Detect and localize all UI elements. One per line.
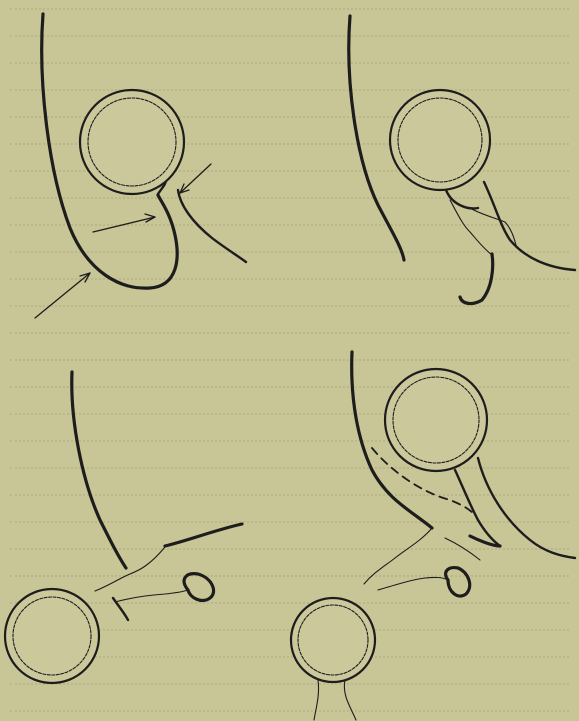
duct-outer-line [178, 190, 246, 262]
tail-line-right [344, 680, 356, 720]
hook-curve [460, 254, 493, 304]
tube-right-line [478, 458, 575, 558]
tube-right-line [484, 182, 575, 270]
tube-left-line [455, 470, 500, 546]
ring-outer [390, 90, 490, 190]
loop-curve [184, 574, 213, 601]
outer-wall-curve [72, 372, 126, 568]
anastomosis-upper [364, 528, 432, 584]
arrow-2 [93, 214, 155, 232]
ring-outer-upper [385, 369, 487, 471]
arrow-1 [35, 273, 90, 318]
panel-top-right [349, 16, 575, 304]
duct-lower-line [113, 598, 128, 620]
ring-outer [80, 90, 184, 194]
anastomosis-mid [445, 538, 480, 560]
panel-top-left [35, 14, 246, 318]
anastomosis-lower [378, 577, 448, 590]
loop-curve [446, 568, 470, 596]
anastomosis-upper [95, 547, 165, 591]
ring-outer-lower [291, 598, 375, 682]
tail-line-left [314, 680, 319, 720]
panel-bottom-right [291, 352, 575, 720]
panel-bottom-left [5, 372, 242, 683]
arrow-3 [180, 164, 211, 193]
anastomosis-lower [115, 590, 188, 602]
ring-outer [5, 589, 99, 683]
tube-left-line [446, 190, 478, 208]
duct-upper-line [165, 524, 242, 546]
